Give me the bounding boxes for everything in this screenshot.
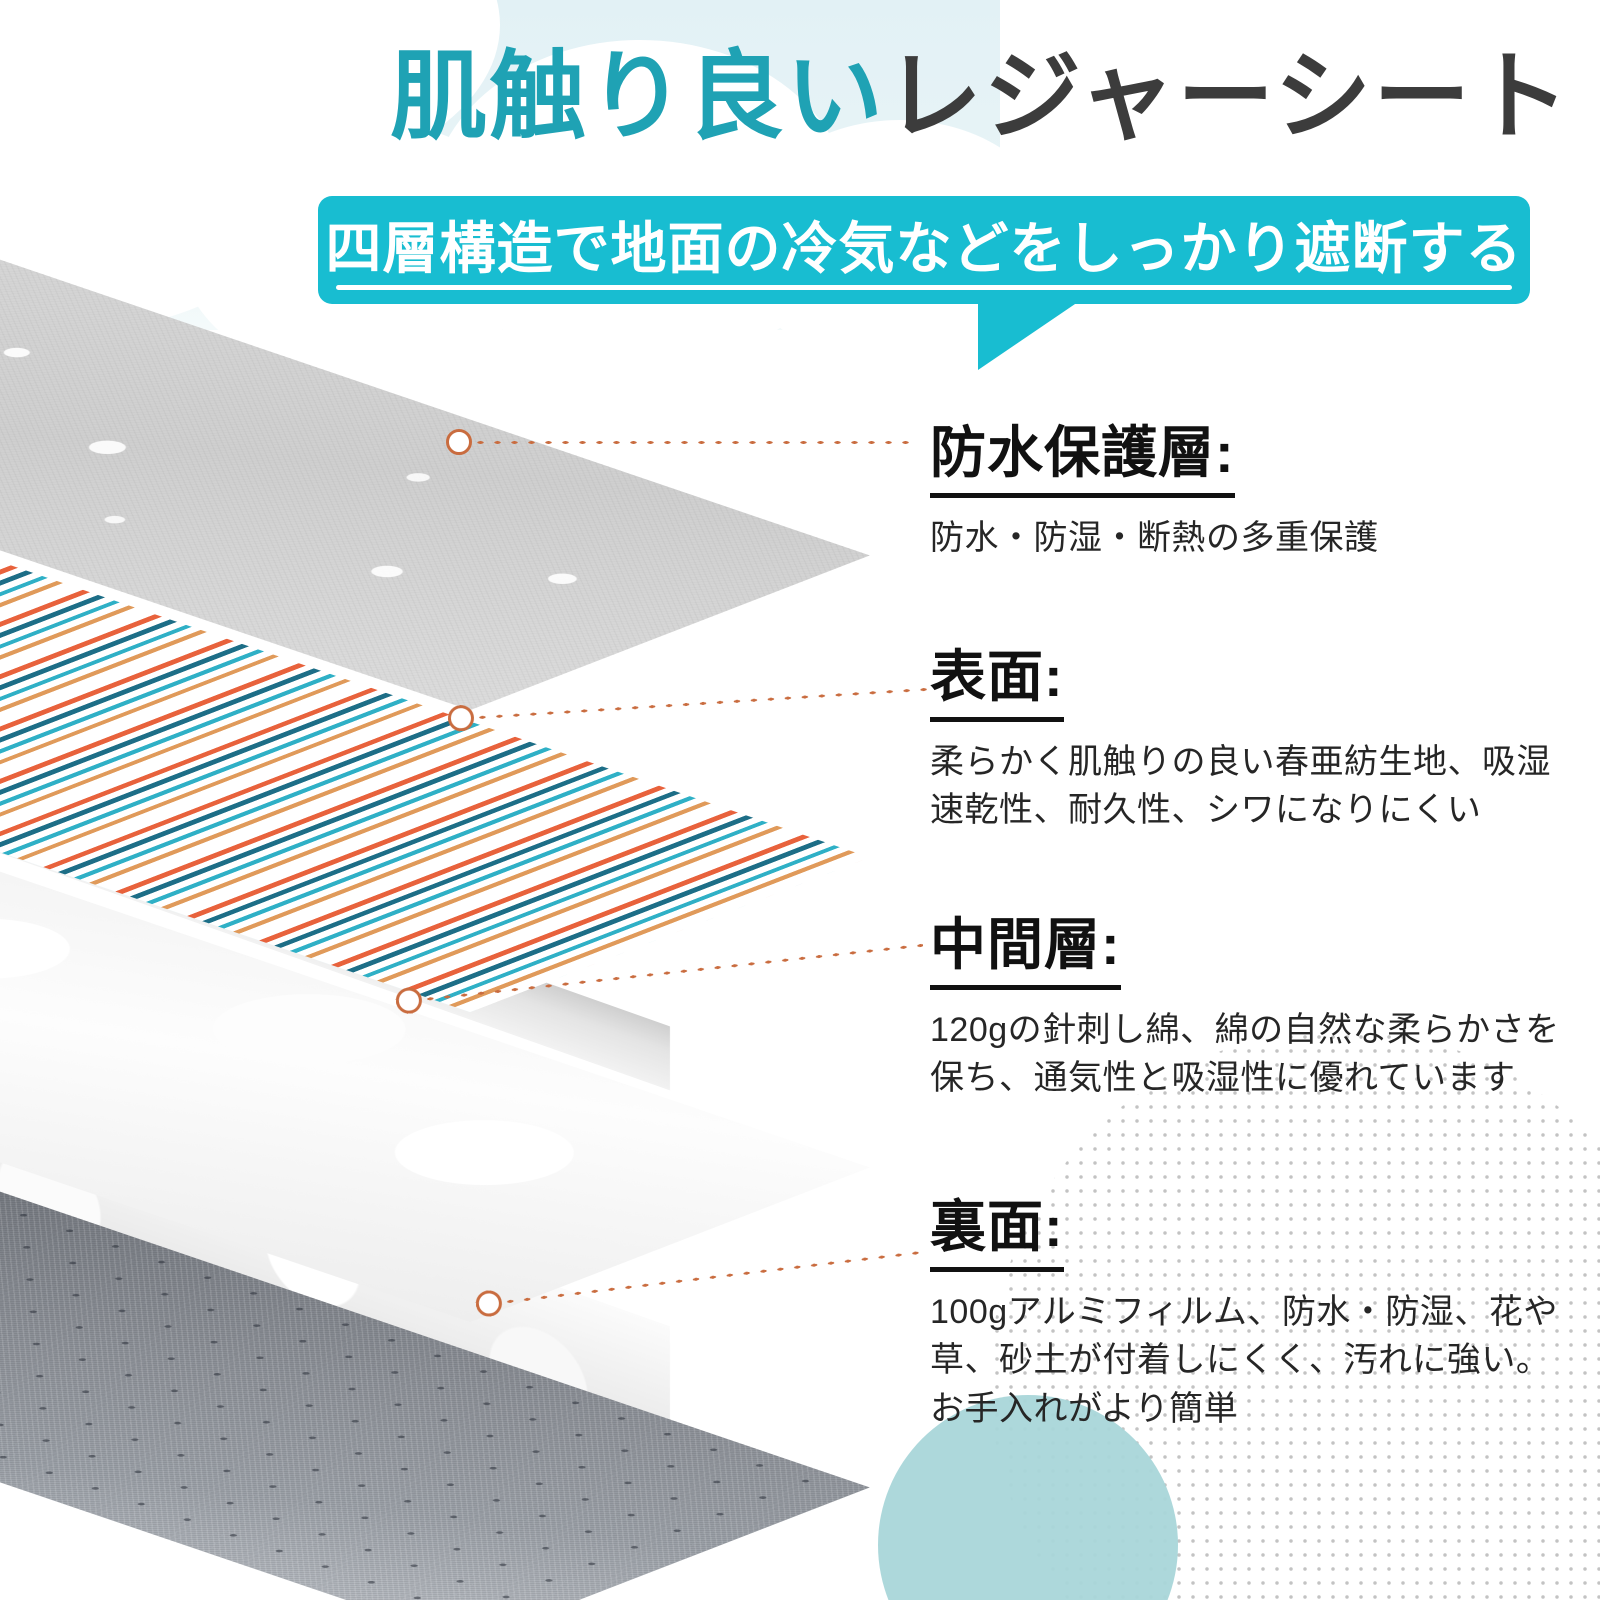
label-backing: 裏面: 100gアルミフィルム、防水・防湿、花や草、砂土が付着しにくく、汚れに強… xyxy=(930,1182,1570,1433)
label-waterproof-heading: 防水保護層: xyxy=(930,408,1235,498)
page-title-dark: レジャーシート xyxy=(885,42,1572,151)
label-surface-heading: 表面: xyxy=(930,632,1064,722)
connector-dots xyxy=(472,439,916,446)
subtitle-banner-text: 四層構造で地面の冷気などをしっかり遮断する xyxy=(325,217,1523,280)
layer-stack-illustration xyxy=(0,130,970,1600)
label-waterproof: 防水保護層: 防水・防湿・断熱の多重保護 xyxy=(930,408,1570,562)
subtitle-banner: 四層構造で地面の冷気などをしっかり遮断する xyxy=(318,196,1530,370)
label-middle-heading: 中間層: xyxy=(930,900,1121,990)
label-backing-body: 100gアルミフィルム、防水・防湿、花や草、砂土が付着しにくく、汚れに強い。お手… xyxy=(930,1293,1558,1428)
connector-line-waterproof xyxy=(446,429,916,455)
label-middle: 中間層: 120gの針刺し綿、綿の自然な柔らかさを保ち、通気性と吸湿性に優れてい… xyxy=(930,900,1570,1103)
label-surface: 表面: 柔らかく肌触りの良い春亜紡生地、吸湿速乾性、耐久性、シワになりにくい xyxy=(930,632,1570,835)
connector-marker-waterproof xyxy=(446,429,472,455)
page-title: 肌触り良いレジャーシート xyxy=(390,36,1590,157)
label-surface-body: 柔らかく肌触りの良い春亜紡生地、吸湿速乾性、耐久性、シワになりにくい xyxy=(930,743,1551,830)
subtitle-banner-body xyxy=(318,196,1530,304)
label-middle-body: 120gの針刺し綿、綿の自然な柔らかさを保ち、通気性と吸湿性に優れています xyxy=(930,1011,1560,1098)
label-backing-heading: 裏面: xyxy=(930,1182,1064,1272)
page-title-teal: 肌触り良い xyxy=(390,42,885,151)
subtitle-banner-tail xyxy=(978,302,1078,370)
label-waterproof-body: 防水・防湿・断熱の多重保護 xyxy=(930,519,1379,557)
